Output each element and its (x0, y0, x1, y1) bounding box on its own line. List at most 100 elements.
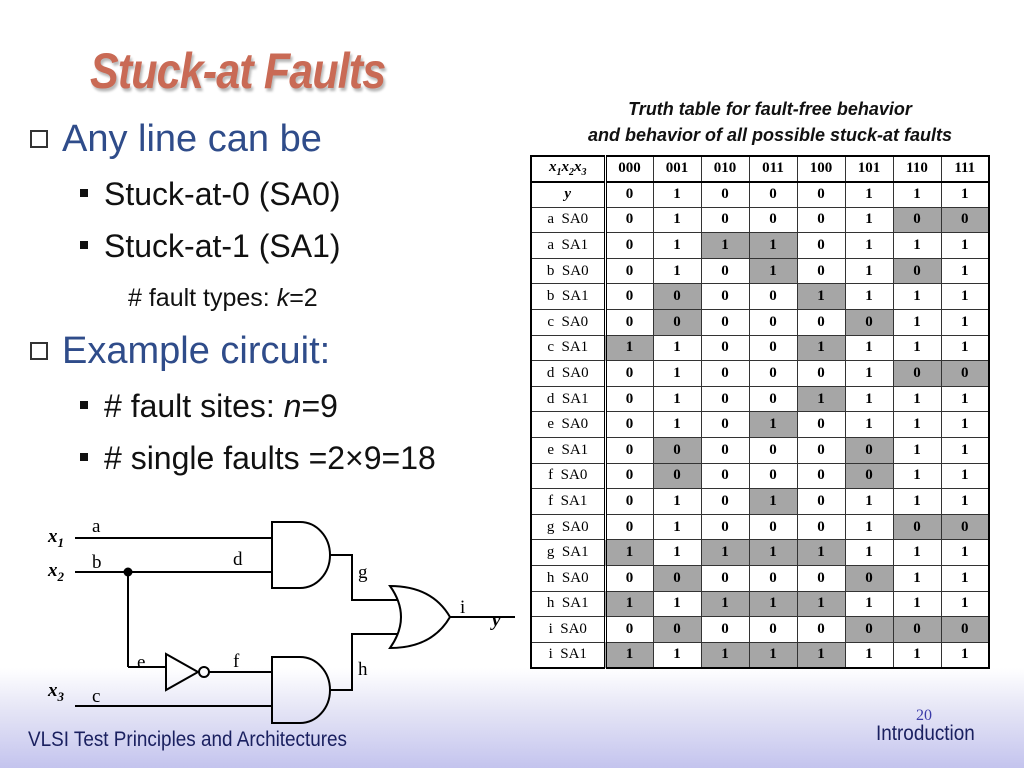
footer-band (0, 668, 1024, 768)
input-x2-label: x2 (47, 560, 65, 584)
table-cell: 1 (844, 641, 894, 669)
row-label: e SA0 (530, 411, 607, 439)
table-cell: 1 (652, 334, 702, 362)
table-cell: 1 (700, 539, 750, 566)
table-cell: 1 (940, 437, 990, 464)
table-cell: 0 (844, 309, 894, 336)
table-cell: 1 (652, 513, 702, 541)
table-cell: 1 (892, 488, 942, 515)
table-cell: 1 (652, 385, 702, 413)
table-cell: 1 (604, 334, 654, 362)
table-cell: 0 (844, 462, 894, 490)
table-cell: 1 (796, 590, 846, 618)
table-cell: 1 (652, 232, 702, 259)
bullet-text: =9 (301, 388, 338, 424)
header-column-110: 110 (892, 155, 942, 183)
table-cell: 0 (796, 616, 846, 643)
row-label: g SA0 (530, 513, 607, 541)
table-cell: 1 (892, 334, 942, 362)
table-cell: 1 (748, 539, 798, 566)
table-cell: 0 (700, 462, 750, 490)
table-cell: 0 (748, 181, 798, 208)
table-cell: 1 (940, 488, 990, 515)
page-title: Stuck-at Faults (90, 43, 386, 99)
table-cell: 1 (796, 334, 846, 362)
row-label: c SA1 (530, 334, 607, 362)
table-cell: 0 (748, 334, 798, 362)
table-cell: 0 (700, 257, 750, 285)
square-bullet-icon (80, 453, 88, 461)
bullet-var: k (276, 284, 290, 312)
bullet-fault-types: # fault types: k=2 (128, 284, 318, 313)
label-c: c (92, 686, 100, 707)
row-label: h SA1 (530, 590, 607, 618)
table-cell: 1 (940, 539, 990, 566)
row-label: d SA1 (530, 385, 607, 413)
table-cell: 1 (844, 334, 894, 362)
table-cell: 0 (892, 513, 942, 541)
table-cell: 1 (604, 539, 654, 566)
table-cell: 0 (652, 283, 702, 311)
table-cell: 0 (796, 462, 846, 490)
table-cell: 0 (604, 360, 654, 387)
label-h: h (358, 659, 368, 680)
table-cell: 1 (652, 590, 702, 618)
row-label: a SA0 (530, 206, 607, 234)
table-caption-line1: Truth table for fault-free behavior (628, 99, 912, 119)
bullet-sa0: Stuck-at-0 (SA0) (80, 176, 341, 213)
table-cell: 0 (652, 462, 702, 490)
table-cell: 1 (652, 206, 702, 234)
input-x1-label: x1 (47, 526, 64, 550)
row-label: f SA1 (530, 488, 607, 515)
bullet-fault-sites: # fault sites: n=9 (80, 388, 338, 425)
table-cell: 0 (748, 309, 798, 336)
table-cell: 1 (844, 206, 894, 234)
table-caption-line2: and behavior of all possible stuck-at fa… (587, 125, 953, 145)
table-cell: 1 (940, 411, 990, 439)
table-cell: 1 (844, 283, 894, 311)
table-cell: 0 (700, 283, 750, 311)
table-cell: 0 (700, 181, 750, 208)
table-cell: 1 (844, 360, 894, 387)
table-cell: 1 (892, 590, 942, 618)
table-cell: 1 (892, 437, 942, 464)
table-cell: 1 (652, 181, 702, 208)
table-cell: 1 (652, 488, 702, 515)
table-cell: 1 (796, 539, 846, 566)
bullet-text: Example circuit: (62, 330, 331, 372)
bullet-text: # fault sites: (104, 388, 284, 424)
table-cell: 0 (652, 616, 702, 643)
table-cell: 0 (748, 206, 798, 234)
table-cell: 1 (796, 641, 846, 669)
or-gate (388, 584, 452, 650)
table-cell: 0 (748, 283, 798, 311)
label-f: f (233, 651, 240, 672)
table-cell: 1 (892, 462, 942, 490)
table-cell: 0 (604, 385, 654, 413)
header-column-000: 000 (604, 155, 654, 183)
table-cell: 0 (700, 206, 750, 234)
bullet-text: # single faults =2×9=18 (104, 440, 436, 476)
row-label: i SA0 (530, 616, 607, 643)
table-cell: 1 (652, 360, 702, 387)
table-cell: 1 (892, 411, 942, 439)
table-cell: 0 (652, 309, 702, 336)
table-cell: 1 (652, 257, 702, 285)
table-cell: 0 (796, 257, 846, 285)
footer-course-title: VLSI Test Principles and Architectures (28, 728, 348, 751)
table-cell: 1 (844, 257, 894, 285)
table-cell: 0 (796, 488, 846, 515)
inverter-gate (165, 652, 201, 692)
bullet-sa1: Stuck-at-1 (SA1) (80, 228, 341, 265)
and-gate-top (271, 521, 331, 589)
table-cell: 1 (844, 232, 894, 259)
label-i: i (460, 597, 465, 618)
